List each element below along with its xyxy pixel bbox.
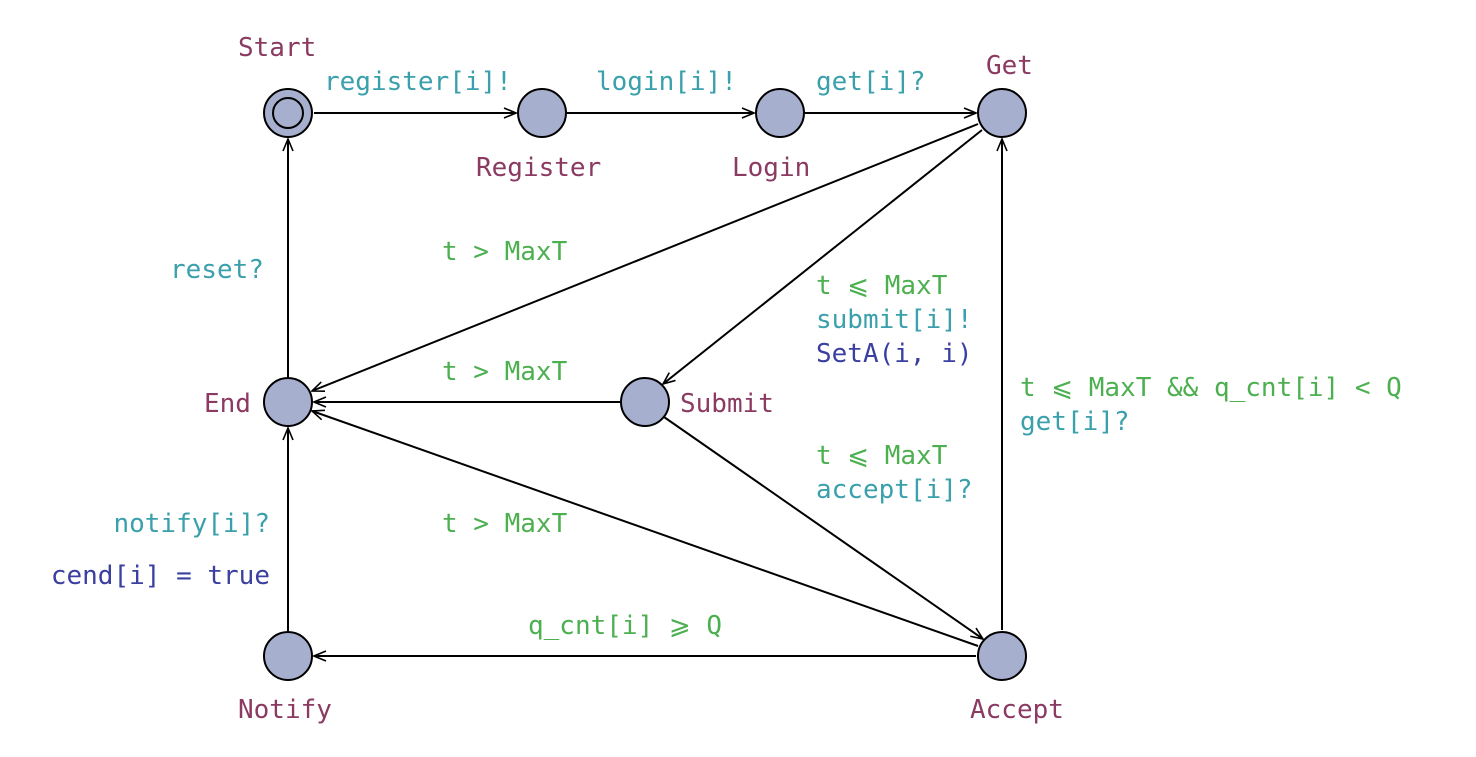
state-submit-node	[620, 377, 670, 427]
edge-get-submit-update: SetA(i, i)	[816, 339, 973, 369]
state-accept-node	[977, 631, 1027, 681]
state-start-node	[263, 88, 313, 138]
edge-get-submit	[663, 129, 983, 384]
state-register-label: Register	[476, 153, 601, 183]
edge-accept-end-guard: t > MaxT	[442, 509, 568, 539]
state-register-node	[517, 88, 567, 138]
edge-submit-accept-sync: accept[i]?	[816, 475, 973, 505]
edge-accept-get-sync: get[i]?	[1020, 407, 1130, 437]
state-start-label: Start	[238, 33, 316, 63]
edge-get-end	[312, 123, 979, 391]
state-accept-label: Accept	[970, 695, 1064, 725]
edge-get-submit-guard: t ⩽ MaxT	[816, 271, 948, 301]
edge-accept-get-guard: t ⩽ MaxT && q_cnt[i] < Q	[1020, 373, 1402, 403]
edge-get-submit-sync: submit[i]!	[816, 305, 973, 335]
edge-accept-notify-guard: q_cnt[i] ⩾ Q	[528, 611, 722, 641]
edge-accept-end	[312, 411, 979, 647]
state-login-label: Login	[732, 153, 810, 183]
state-notify-node	[263, 631, 313, 681]
edge-notify-end-update: cend[i] = true	[51, 561, 270, 591]
edge-submit-accept-guard: t ⩽ MaxT	[816, 441, 948, 471]
edge-end-start-sync: reset?	[170, 255, 264, 285]
edge-submit-accept	[663, 416, 983, 639]
edge-notify-end-sync: notify[i]?	[113, 509, 270, 539]
state-login-node	[755, 88, 805, 138]
state-get-label: Get	[986, 51, 1033, 81]
state-submit-label: Submit	[680, 389, 774, 419]
edge-submit-end-guard: t > MaxT	[442, 357, 568, 387]
edge-login-get-sync: get[i]?	[816, 67, 926, 97]
state-end-node	[263, 377, 313, 427]
state-get-node	[977, 88, 1027, 138]
edge-start-register-sync: register[i]!	[324, 67, 512, 97]
edge-get-end-guard: t > MaxT	[442, 237, 568, 267]
state-notify-label: Notify	[238, 695, 332, 725]
state-end-label: End	[204, 389, 251, 419]
edge-register-login-sync: login[i]!	[596, 67, 737, 97]
